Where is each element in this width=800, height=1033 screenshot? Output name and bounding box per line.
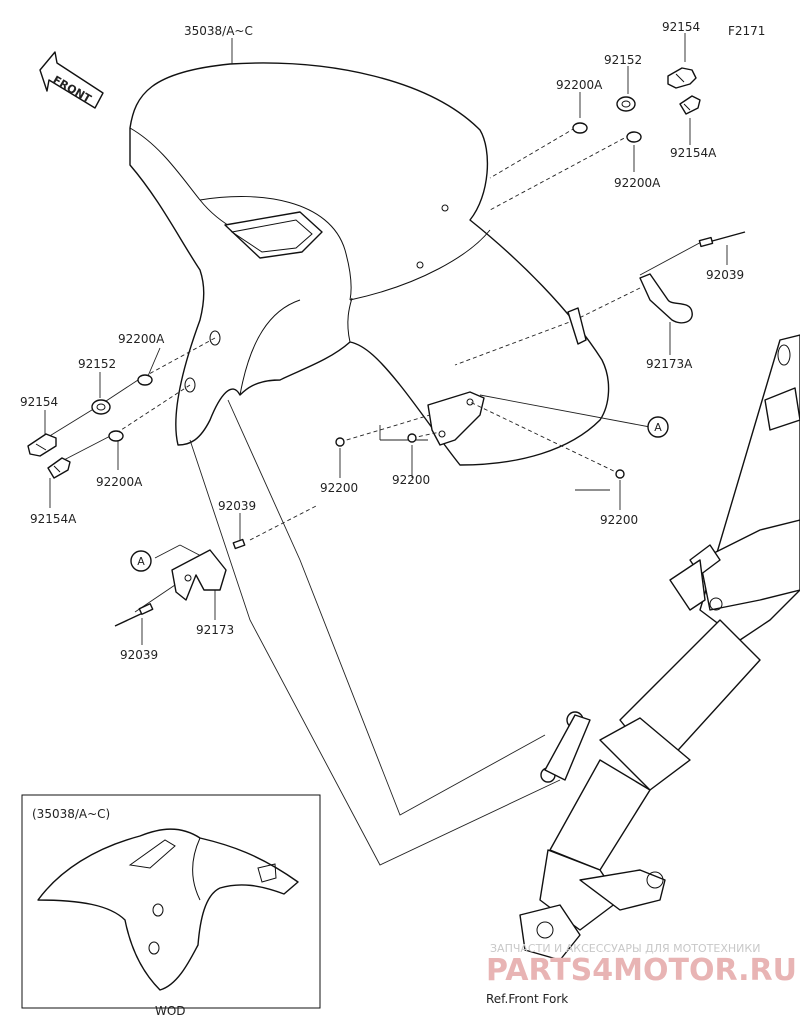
inset-title: (35038/A~C) — [32, 807, 110, 821]
callout-a-right: A — [647, 416, 669, 438]
front-fender — [129, 62, 610, 466]
washer-icon — [626, 131, 642, 143]
label-fender: 35038/A~C — [184, 24, 253, 38]
label-washer-right-lower: 92200A — [614, 176, 661, 190]
callout-a-left: A — [130, 550, 152, 572]
label-bolt-a-left: 92154A — [30, 512, 77, 526]
reference-outline — [227, 399, 546, 816]
leader-lines — [44, 33, 728, 645]
watermark: ЗАПЧАСТИ И АКСЕССУАРЫ ДЛЯ МОТОТЕХНИКИ PA… — [486, 942, 797, 988]
inset-caption: WOD — [155, 1004, 186, 1018]
label-collar-right: 92152 — [604, 53, 642, 67]
watermark-top: ЗАПЧАСТИ И АКСЕССУАРЫ ДЛЯ МОТОТЕХНИКИ — [490, 942, 760, 955]
collar-icon — [616, 96, 636, 112]
label-bolt-right: 92154 — [662, 20, 700, 34]
washer-icon — [615, 469, 625, 479]
ref-front-fork-label: Ref.Front Fork — [486, 992, 568, 1006]
clamp-icon — [171, 549, 227, 601]
label-washer-center-1: 92200 — [320, 481, 358, 495]
pin-icon — [232, 538, 246, 550]
watermark-logo: PARTS4MOTOR.RU — [486, 953, 797, 988]
svg-text:A: A — [654, 421, 662, 434]
label-washer-center-3: 92200 — [600, 513, 638, 527]
label-washer-right-upper: 92200A — [556, 78, 603, 92]
washer-icon — [335, 437, 345, 447]
label-clamp-left: 92173 — [196, 623, 234, 637]
reference-outline-lower — [189, 439, 561, 866]
washer-icon — [407, 433, 417, 443]
label-pin-left-upper: 92039 — [218, 499, 256, 513]
figure-code: F2171 — [728, 24, 765, 38]
inset-border — [21, 794, 321, 1009]
svg-text:A: A — [137, 555, 145, 568]
inset-panel: (35038/A~C) WOD — [21, 794, 321, 1018]
bolt-icon — [27, 433, 57, 457]
front-arrow-icon: FRONT — [39, 51, 104, 109]
bolt-icon — [667, 67, 697, 89]
bolt-icon — [47, 457, 71, 479]
pin-icon — [698, 231, 746, 248]
washer-icon — [137, 374, 153, 386]
hardware — [27, 67, 746, 627]
part-labels: 35038/A~C 92154 92152 92200A 92154A 9220… — [20, 20, 744, 662]
bolt-icon — [679, 95, 701, 115]
front-fork — [519, 334, 800, 961]
label-washer-left-lower: 92200A — [96, 475, 143, 489]
collar-icon — [91, 399, 111, 415]
washer-icon — [108, 430, 124, 442]
label-collar-left: 92152 — [78, 357, 116, 371]
label-pin-left-lower: 92039 — [120, 648, 158, 662]
label-bolt-left: 92154 — [20, 395, 58, 409]
label-washer-left-upper: 92200A — [118, 332, 165, 346]
label-pin-right: 92039 — [706, 268, 744, 282]
clamp-icon — [567, 273, 693, 345]
label-washer-center-2: 92200 — [392, 473, 430, 487]
pin-icon — [114, 603, 154, 627]
label-clamp-right: 92173A — [646, 357, 693, 371]
washer-icon — [572, 122, 588, 134]
label-bolt-a-right: 92154A — [670, 146, 717, 160]
